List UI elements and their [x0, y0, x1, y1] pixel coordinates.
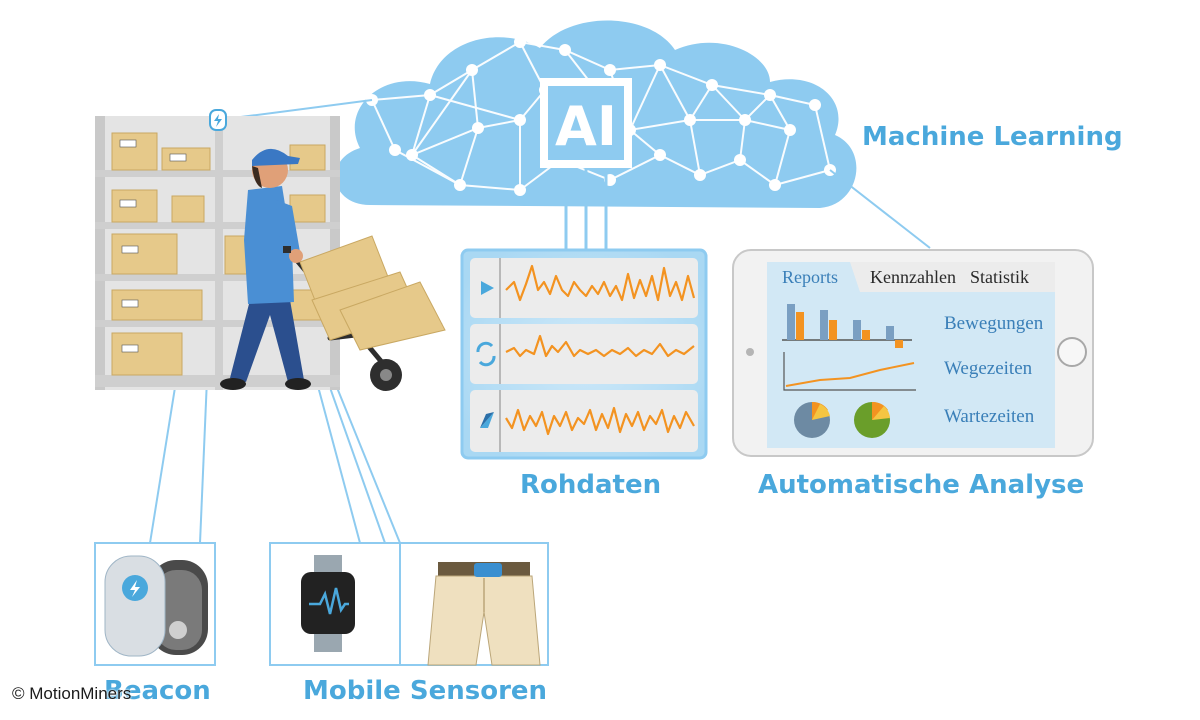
warehouse-shelf	[95, 116, 340, 390]
metric-bewegungen: Bewegungen	[944, 313, 1044, 334]
metric-wegezeiten: Wegezeiten	[944, 358, 1033, 379]
tablet-device	[732, 249, 1094, 457]
refresh-icon	[476, 341, 496, 367]
play-icon	[481, 281, 494, 295]
worker-with-hand-truck	[220, 148, 446, 391]
mini-bar-chart	[782, 304, 912, 348]
ai-chip-label: AI	[555, 95, 617, 158]
mini-line-chart	[783, 352, 916, 391]
signal-trace-3	[505, 406, 695, 436]
compass-icon	[480, 412, 494, 428]
neural-network-nodes	[366, 36, 836, 196]
mobile-sensors-box	[269, 542, 549, 666]
trousers-with-sensor	[427, 562, 541, 666]
beacon-marker	[209, 109, 227, 131]
metric-wartezeiten: Wartezeiten	[944, 406, 1035, 427]
rohdaten-label: Rohdaten	[520, 470, 662, 500]
beacon-label: Beacon	[104, 676, 211, 706]
tab-reports[interactable]: Reports	[782, 267, 838, 287]
rohdaten-panel	[460, 248, 708, 460]
signal-trace-2	[505, 334, 695, 358]
heartbeat-icon	[309, 587, 349, 615]
machine-learning-label: Machine Learning	[862, 122, 1123, 152]
ai-cloud: AI	[335, 20, 857, 250]
smartwatch	[301, 555, 355, 652]
signal-trace-1	[505, 264, 696, 302]
ai-chip: AI	[540, 78, 632, 168]
beacon-box	[94, 542, 216, 666]
lightning-icon	[214, 114, 222, 127]
tab-kennzahlen[interactable]: Kennzahlen	[870, 267, 956, 287]
copyright-notice: © MotionMiners	[12, 684, 132, 703]
mobile-sensoren-label: Mobile Sensoren	[303, 676, 548, 706]
mini-pie-charts	[794, 401, 890, 438]
automatische-analyse-label: Automatische Analyse	[758, 470, 1085, 500]
tab-statistik[interactable]: Statistik	[970, 267, 1030, 287]
